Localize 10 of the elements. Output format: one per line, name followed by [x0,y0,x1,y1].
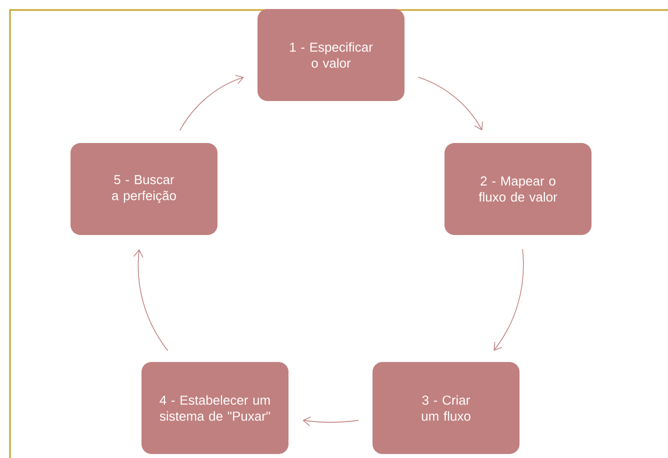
arrow [302,416,359,426]
process-box: 2 - Mapear o fluxo de valor [444,143,592,235]
arrow [494,248,524,351]
process-box: 4 - Estabelecer um sistema de "Puxar" [142,362,288,454]
process-box: 5 - Buscar a perfeição [70,143,218,235]
arrow [133,249,168,352]
arrow [179,74,244,131]
arrow [418,76,483,130]
process-box: 3 - Criar um fluxo [372,362,520,454]
process-box: 1 - Especificar o valor [258,9,404,101]
